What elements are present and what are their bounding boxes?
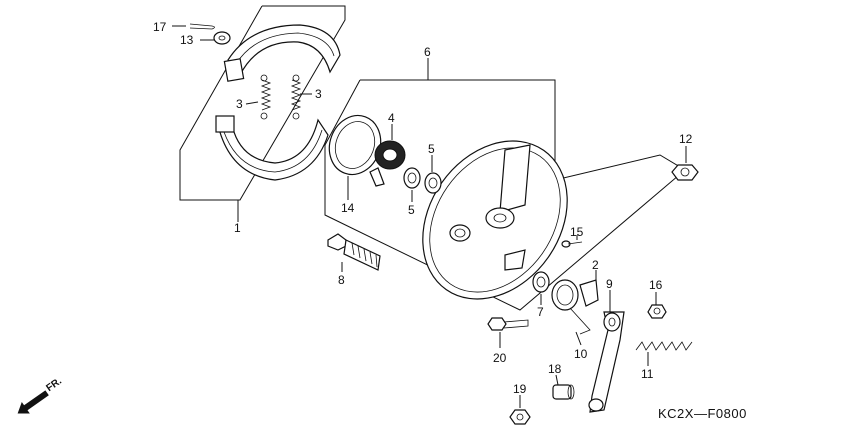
- callout-5-upper: 5: [428, 142, 435, 156]
- callout-5-lower: 5: [408, 203, 415, 217]
- wear-indicator: [579, 279, 599, 307]
- callout-4: 4: [388, 111, 395, 125]
- diagram-code: KC2X—F0800: [658, 406, 747, 421]
- washer-5a: [403, 167, 421, 189]
- callout-11: 11: [641, 367, 654, 381]
- callout-3-left: 3: [236, 97, 243, 111]
- callout-8: 8: [338, 273, 345, 287]
- brake-spring-11: [635, 341, 693, 351]
- callout-3-right: 3: [315, 87, 322, 101]
- callout-15: 15: [570, 225, 584, 239]
- callout-20: 20: [493, 351, 507, 365]
- bolt-20: [487, 317, 529, 331]
- washer-7: [532, 271, 550, 293]
- callout-1: 1: [234, 221, 241, 235]
- callout-10: 10: [574, 347, 588, 361]
- callout-17: 17: [153, 20, 167, 34]
- front-arrow-icon: [17, 390, 49, 414]
- brake-arm: [588, 311, 625, 413]
- spring-right: [290, 74, 302, 120]
- washer-13: [213, 31, 231, 45]
- callout-14: 14: [341, 201, 355, 215]
- cotter-pin: [189, 23, 215, 30]
- callout-18: 18: [548, 362, 562, 376]
- brake-panel-group: [324, 79, 686, 311]
- callout-12: 12: [679, 132, 693, 146]
- callout-2: 2: [592, 258, 599, 272]
- brake-panel: [422, 140, 568, 300]
- nut-12: [671, 164, 699, 181]
- washer-5b: [424, 172, 442, 194]
- callout-16: 16: [649, 278, 663, 292]
- callout-19: 19: [513, 382, 527, 396]
- nut-19: [509, 409, 531, 425]
- callout-7: 7: [537, 305, 544, 319]
- brake-shoe-lower: [215, 115, 329, 181]
- bolt-15: [561, 240, 583, 248]
- return-spring: [551, 279, 591, 335]
- callout-13: 13: [180, 33, 194, 47]
- nut-16: [647, 304, 667, 319]
- spring-left: [260, 74, 272, 120]
- callout-9: 9: [606, 277, 613, 291]
- speedometer-gear: [369, 140, 406, 187]
- callout-labels: 1 2 3 3 4 5 5 6 7 8 9 10 11 12 13 14 15 …: [153, 20, 693, 396]
- leader-lines: [172, 25, 687, 408]
- front-direction-indicator: FR.: [17, 376, 64, 414]
- joint-pin: [552, 384, 575, 400]
- brake-shoe-group: [179, 5, 346, 201]
- callout-6: 6: [424, 45, 431, 59]
- front-label: FR.: [44, 376, 64, 394]
- brake-cam-shaft: [327, 233, 381, 271]
- brake-shoe-upper: [223, 24, 341, 82]
